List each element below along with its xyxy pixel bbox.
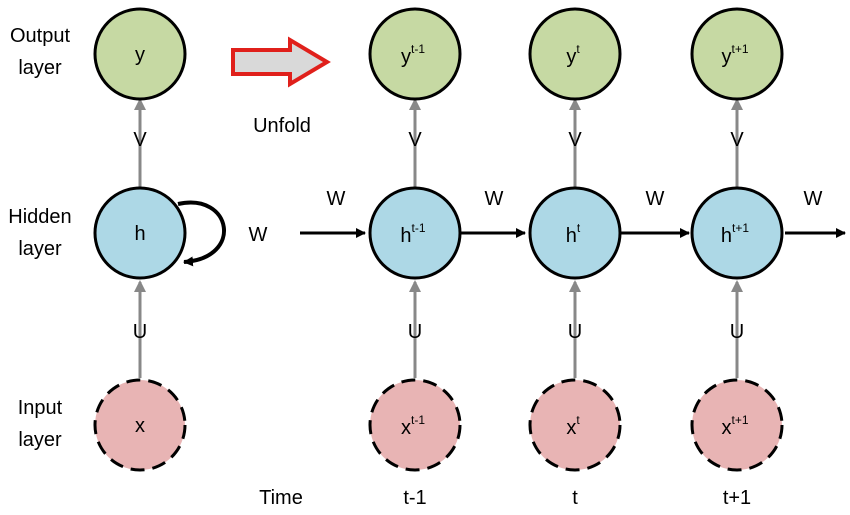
hidden-node-step-1 [528, 186, 622, 280]
w-label-in: W [327, 188, 346, 210]
hidden-layer-label-line1: Hidden [8, 206, 71, 228]
hidden-layer-label-line2: layer [18, 238, 62, 260]
hidden-node-step-0 [368, 186, 462, 280]
output-label-step-2: yt+1 [721, 42, 748, 68]
v-label-step-1: V [568, 129, 582, 151]
output-label-step-0: yt-1 [401, 42, 425, 68]
folded-hidden-label: h [134, 223, 145, 245]
hidden-node-step-2 [690, 186, 784, 280]
folded-u-label: U [133, 321, 147, 343]
input-node-step-2 [690, 378, 784, 472]
input-node-step-0 [368, 378, 462, 472]
time-label-step-2: t+1 [723, 487, 751, 509]
input-label-step-1: xt [566, 413, 580, 439]
output-node-step-0 [368, 7, 462, 101]
input-label-step-2: xt+1 [721, 413, 748, 439]
hidden-label-step-1: ht [566, 221, 581, 247]
input-layer-label-line1: Input [18, 397, 63, 419]
hidden-label-step-2: ht+1 [721, 221, 749, 247]
hidden-label-step-0: ht-1 [400, 221, 425, 247]
recurrent-loop-arrow [177, 200, 226, 267]
input-node-step-1 [528, 378, 622, 472]
v-label-step-2: V [730, 129, 744, 151]
w-label-2: W [646, 188, 665, 210]
time-label-step-1: t [572, 487, 578, 509]
folded-input-label: x [135, 415, 145, 437]
u-label-step-1: U [568, 321, 582, 343]
output-node-step-1 [528, 7, 622, 101]
folded-output-node [93, 7, 187, 101]
time-label-step-0: t-1 [403, 487, 426, 509]
u-label-step-0: U [408, 321, 422, 343]
unfold-label: Unfold [253, 115, 311, 137]
recurrent-w-label: W [249, 224, 268, 246]
time-axis-label: Time [259, 487, 303, 509]
input-label-step-0: xt-1 [401, 413, 425, 439]
input-layer-label-line2: layer [18, 429, 62, 451]
u-label-step-2: U [730, 321, 744, 343]
unfold-arrow [231, 36, 331, 88]
output-layer-label-line1: Output [10, 25, 70, 47]
w-label-1: W [485, 188, 504, 210]
folded-v-label: V [133, 129, 147, 151]
output-label-step-1: yt [566, 42, 580, 68]
output-node-step-2 [690, 7, 784, 101]
output-layer-label-line2: layer [18, 57, 62, 79]
folded-hidden-node [93, 186, 187, 280]
w-label-out: W [804, 188, 823, 210]
folded-output-label: y [135, 44, 145, 66]
folded-input-node [93, 378, 187, 472]
v-label-step-0: V [408, 129, 422, 151]
